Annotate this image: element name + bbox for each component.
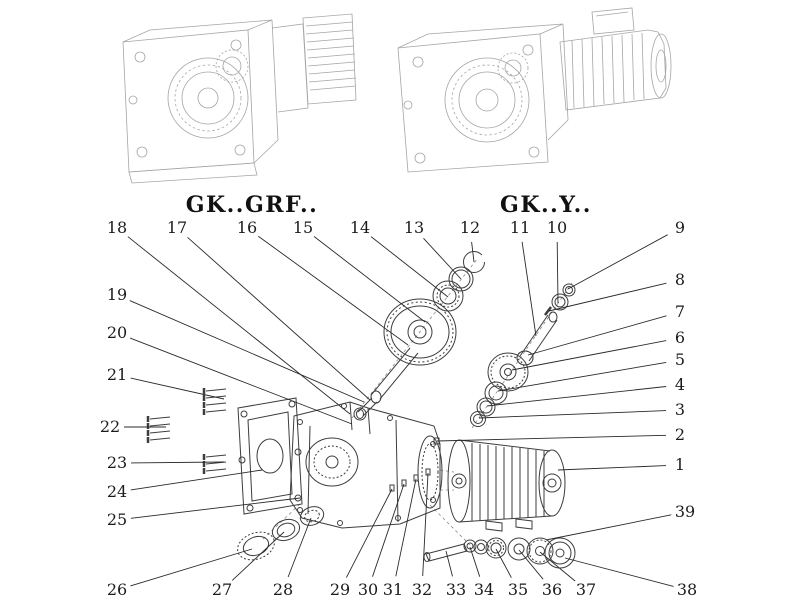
callout-36: 36 [541, 580, 563, 599]
leader-line-11 [521, 241, 537, 337]
leader-line-28 [287, 517, 312, 578]
leader-line-4 [486, 386, 667, 407]
leader-line-29 [345, 488, 393, 578]
leader-line-36 [518, 549, 544, 580]
leader-line-15 [313, 236, 426, 323]
leader-line-31 [395, 478, 417, 577]
leader-line-5 [497, 361, 667, 392]
callout-33: 33 [445, 580, 467, 599]
leader-line-17 [187, 236, 371, 401]
leader-line-2 [436, 434, 667, 442]
callout-2: 2 [674, 425, 686, 444]
leader-line-13 [423, 237, 462, 280]
leader-line-1 [557, 465, 667, 471]
variant-label-grf: GK..GRF.. [185, 192, 319, 218]
leader-line-14 [370, 236, 449, 298]
leader-line-38 [564, 557, 674, 587]
leader-line-39 [545, 514, 672, 541]
callout-5: 5 [674, 350, 686, 369]
callout-32: 32 [411, 580, 433, 599]
gasket-plate [237, 397, 303, 515]
callout-28: 28 [272, 580, 294, 599]
callout-30: 30 [357, 580, 379, 599]
leader-line-35 [495, 548, 512, 578]
leader-line-8 [548, 282, 667, 312]
leader-line-20 [129, 337, 353, 425]
gear-bearing [432, 280, 464, 312]
callout-9: 9 [674, 218, 686, 237]
main-gear [383, 298, 457, 366]
gearbox-drawing-grf [122, 13, 357, 184]
leader-line-7 [527, 315, 667, 356]
leader-line-10 [556, 241, 559, 304]
callout-3: 3 [674, 400, 686, 419]
callout-20: 20 [106, 323, 128, 342]
callout-14: 14 [349, 218, 371, 237]
leader-line-34 [469, 546, 481, 577]
callout-12: 12 [459, 218, 481, 237]
callout-13: 13 [403, 218, 425, 237]
leader-line-18 [127, 236, 351, 415]
callout-10: 10 [546, 218, 568, 237]
callout-26: 26 [106, 580, 128, 599]
bolt-cluster-left [146, 416, 171, 443]
leader-line-30 [372, 483, 405, 577]
variant-label-y: GK..Y.. [500, 192, 592, 218]
shaft-ring [448, 266, 474, 292]
callout-29: 29 [329, 580, 351, 599]
leader-line-6 [511, 340, 667, 371]
callout-17: 17 [166, 218, 188, 237]
leader-line-19 [129, 300, 365, 403]
callout-16: 16 [236, 218, 258, 237]
pinion-shaft [516, 306, 558, 366]
leader-line-24 [130, 469, 263, 491]
washer-and-rings [470, 381, 508, 427]
callout-15: 15 [292, 218, 314, 237]
leader-line-21 [130, 377, 225, 400]
exploded-view [146, 251, 576, 569]
snap-ring [463, 251, 485, 273]
callout-7: 7 [674, 302, 686, 321]
leader-line-3 [478, 410, 667, 419]
callout-19: 19 [106, 285, 128, 304]
output-shaft-kit [423, 537, 576, 569]
pinion-rings [551, 283, 576, 311]
callout-39: 39 [674, 502, 696, 521]
callout-31: 31 [382, 580, 404, 599]
leader-line-33 [445, 550, 453, 577]
callout-34: 34 [473, 580, 495, 599]
callout-23: 23 [106, 453, 128, 472]
seal-set [237, 506, 325, 561]
callout-24: 24 [106, 482, 128, 501]
leader-line-12 [471, 241, 475, 263]
callout-18: 18 [106, 218, 128, 237]
leader-line-23 [130, 461, 225, 464]
callout-11: 11 [509, 218, 531, 237]
callout-22: 22 [99, 417, 121, 436]
leader-line-37 [539, 551, 576, 582]
callout-27: 27 [211, 580, 233, 599]
leader-line-32 [422, 472, 429, 577]
callout-8: 8 [674, 270, 686, 289]
callout-6: 6 [674, 328, 686, 347]
leader-line-26 [130, 548, 253, 587]
bevel-gear [487, 352, 529, 392]
gearbox-drawing-y [397, 7, 672, 173]
callout-37: 37 [575, 580, 597, 599]
callout-38: 38 [676, 580, 698, 599]
leader-line-9 [567, 234, 668, 290]
leader-line-25 [130, 497, 301, 519]
leader-line-27 [231, 531, 285, 581]
callout-21: 21 [106, 365, 128, 384]
callout-35: 35 [507, 580, 529, 599]
callout-1: 1 [674, 455, 686, 474]
motor [447, 439, 566, 532]
callout-25: 25 [106, 510, 128, 529]
leader-line-16 [258, 235, 409, 346]
callout-4: 4 [674, 375, 686, 394]
